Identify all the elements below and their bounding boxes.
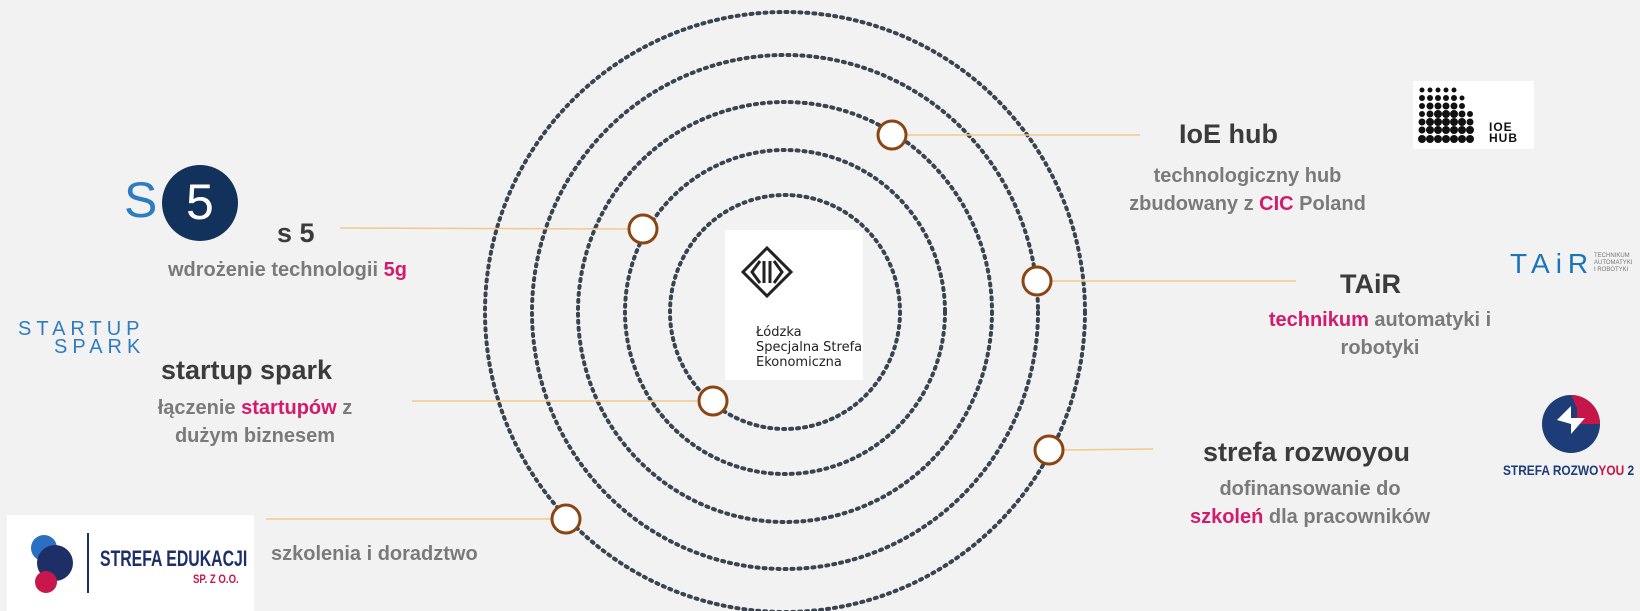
lsse-diamond-icon xyxy=(740,245,794,299)
tair-description: technikum automatyki i robotyki xyxy=(1240,306,1520,362)
edukacji-description: szkolenia i doradztwo xyxy=(271,543,478,565)
rozwoyou-description: dofinansowanie do szkoleń dla pracownikó… xyxy=(1170,475,1450,531)
ioe-hub-description: technologiczny hub zbudowany z CIC Polan… xyxy=(1100,162,1395,218)
startup-spark-description: łączenie startupów z dużym biznesem xyxy=(130,394,380,450)
dot-grid-icon xyxy=(1418,87,1474,143)
node-edukacji[interactable] xyxy=(550,503,582,535)
s5-logo-five: 5 xyxy=(186,174,214,230)
node-ioe[interactable] xyxy=(876,119,908,151)
rozwoyou-desc-line2: szkoleń dla pracowników xyxy=(1189,506,1431,528)
tair-title: TAiR xyxy=(1340,269,1401,299)
node-tair[interactable] xyxy=(1021,265,1053,297)
strefa-edukacji-logo[interactable]: STREFA EDUKACJI SP. Z O.O. xyxy=(7,515,254,611)
center-text-line-2: Specjalna Strefa xyxy=(756,340,863,355)
startup-spark-desc-line2: dużym biznesem xyxy=(174,425,336,447)
rozwoyou-logo-text: STREFA ROZWOYOU 2 xyxy=(1503,462,1635,478)
rozwoyou-logo[interactable]: STREFA ROZWOYOU 2 xyxy=(1503,394,1640,484)
startup-spark-logo[interactable]: STARTUP SPARK xyxy=(18,318,153,360)
edukacji-logo-text: STREFA EDUKACJI xyxy=(100,546,248,571)
ioe-hub-highlight: CIC xyxy=(1259,193,1294,215)
tair-logo[interactable]: TAiR TECHNIKUM AUTOMATYKI I ROBOTYKI xyxy=(1510,248,1640,282)
s5-logo[interactable]: S 5 xyxy=(124,165,242,241)
s5-logo-s: S xyxy=(124,172,158,228)
edukacji-logo-subtext: SP. Z O.O. xyxy=(193,572,239,586)
rozwoyou-emblem-icon xyxy=(1542,395,1600,453)
startup-spark-desc-line1: łączenie startupów z xyxy=(157,397,353,419)
s5-highlight: 5g xyxy=(383,259,407,281)
ioe-hub-logo[interactable]: IOE HUB xyxy=(1413,81,1534,149)
rozwoyou-desc-line1: dofinansowanie do xyxy=(1219,478,1401,500)
startup-spark-title: startup spark xyxy=(161,355,333,385)
edukacji-circle-red xyxy=(35,571,57,593)
edukacji-divider xyxy=(87,533,89,593)
ioe-hub-logo-text: IOE HUB xyxy=(1489,120,1518,145)
orbit-ring-2 xyxy=(623,148,947,476)
center-logo[interactable]: Łódzka Specjalna Strefa Ekonomiczna xyxy=(725,230,863,380)
rozwoyou-highlight: szkoleń xyxy=(1189,506,1264,528)
s5-title: s 5 xyxy=(277,218,315,248)
connector-s5 xyxy=(339,227,629,230)
tair-desc-line2: robotyki xyxy=(1340,337,1420,359)
node-s5[interactable] xyxy=(627,213,659,245)
node-rozwoyou[interactable] xyxy=(1033,434,1065,466)
s5-logo-circle xyxy=(162,165,238,241)
node-spark[interactable] xyxy=(697,385,729,417)
ioe-hub-desc-line2: zbudowany z CIC Poland xyxy=(1129,193,1366,215)
startup-spark-logo-line1: STARTUP xyxy=(18,318,145,340)
orbit-ring-1 xyxy=(668,193,902,431)
ioe-hub-title: IoE hub xyxy=(1179,119,1278,149)
orbit-ring-5 xyxy=(483,10,1087,611)
startup-spark-logo-line2: SPARK xyxy=(54,336,146,358)
orbit-ring-3 xyxy=(576,100,994,524)
tair-logo-text: TAiR xyxy=(1510,248,1595,279)
orbit-ring-4 xyxy=(530,53,1040,571)
startup-spark-highlight: startupów xyxy=(241,397,337,419)
tair-logo-subtext: TECHNIKUM AUTOMATYKI I ROBOTYKI xyxy=(1594,253,1633,273)
s5-description: wdrożenie technologii 5g xyxy=(168,259,407,281)
ioe-hub-desc-line1: technologiczny hub xyxy=(1153,165,1342,187)
center-text-line-1: Łódzka xyxy=(756,325,802,340)
rozwoyou-title: strefa rozwoyou xyxy=(1203,437,1411,467)
center-text-line-3: Ekonomiczna xyxy=(756,355,842,370)
tair-desc-line1: technikum automatyki i xyxy=(1268,309,1492,331)
connector-rozwoyou xyxy=(1062,448,1154,451)
tair-highlight: technikum xyxy=(1268,309,1369,331)
